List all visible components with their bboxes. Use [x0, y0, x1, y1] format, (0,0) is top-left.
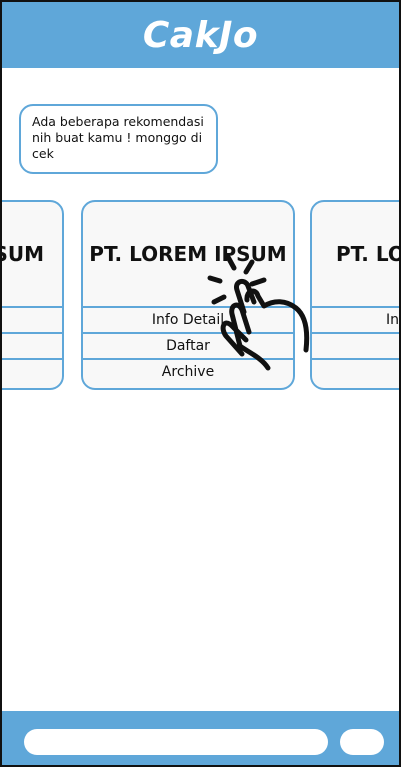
info-detail-button[interactable] — [2, 306, 62, 332]
card-title: SUM — [2, 242, 44, 266]
app-header: CakJo — [2, 2, 399, 68]
archive-button[interactable]: Archive — [83, 358, 293, 384]
info-detail-button[interactable]: Info Detail — [83, 306, 293, 332]
archive-button[interactable] — [312, 358, 399, 384]
company-card-next[interactable]: PT. LOR Info — [310, 200, 399, 390]
tap-hand-icon — [207, 254, 310, 371]
daftar-button[interactable] — [2, 332, 62, 358]
send-button[interactable] — [340, 729, 384, 755]
company-card-prev[interactable]: SUM — [2, 200, 64, 390]
daftar-button[interactable]: Daftar — [83, 332, 293, 358]
archive-button[interactable] — [2, 358, 62, 384]
daftar-button[interactable] — [312, 332, 399, 358]
info-detail-button[interactable]: Info — [312, 306, 399, 332]
app-title: CakJo — [142, 14, 259, 56]
card-title: PT. LOR — [336, 242, 399, 266]
chat-bubble: Ada beberapa rekomendasi nih buat kamu !… — [19, 104, 218, 174]
chat-footer — [2, 711, 399, 765]
message-input[interactable] — [24, 729, 328, 755]
